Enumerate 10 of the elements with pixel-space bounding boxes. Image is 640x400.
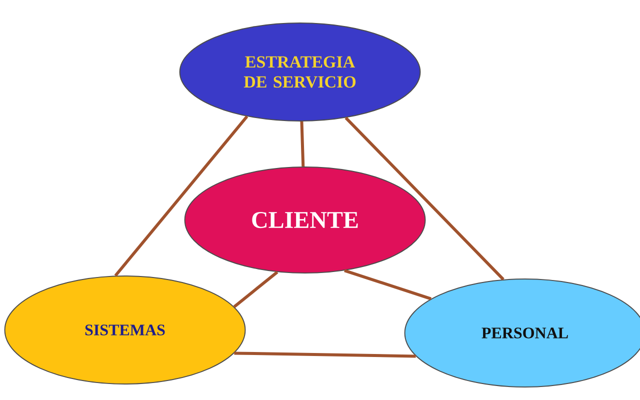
ellipse-node: CLIENTE	[184, 166, 426, 274]
connector-line	[234, 352, 416, 358]
ellipse-node: SISTEMAS	[4, 276, 246, 384]
connector-line	[300, 121, 305, 167]
ellipse-node: PERSONAL	[404, 278, 640, 388]
connector-line	[233, 270, 278, 308]
connector-line	[114, 116, 248, 277]
connector-line	[344, 116, 504, 280]
connector-line	[344, 269, 432, 300]
ellipse-node: ESTRATEGIA DE SERVICIO	[179, 22, 421, 122]
